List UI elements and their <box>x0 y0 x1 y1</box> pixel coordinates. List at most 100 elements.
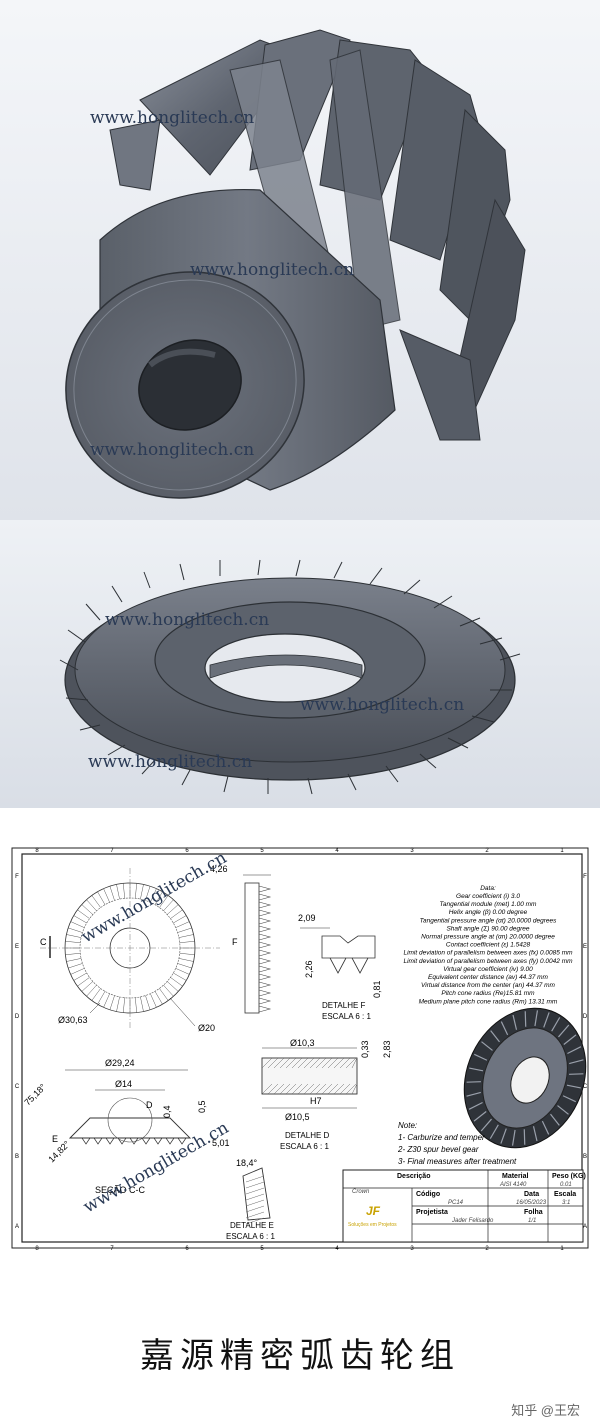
front-tooth-line <box>166 904 179 915</box>
grid-row-label: E <box>15 944 19 950</box>
pinion-bore <box>138 339 242 431</box>
gear-data-line: Equivalent center distance (av) 44.37 mm <box>428 974 549 981</box>
front-tooth-line <box>178 958 194 962</box>
iso-tooth <box>469 1067 484 1072</box>
gear-data-line: Pitch cone radius (Re)15.81 mm <box>441 990 535 997</box>
grid-row-label: C <box>15 1084 20 1090</box>
hatch-line <box>279 1083 291 1095</box>
grid-row-label: F <box>583 874 587 880</box>
front-tooth-line <box>70 921 85 928</box>
front-tooth-line <box>86 984 97 997</box>
section-tooth <box>141 1137 151 1145</box>
dim-gear-height: 5,01 <box>212 1138 230 1148</box>
front-tooth-line <box>150 993 157 1008</box>
detail-f-title: DETALHE F <box>322 1001 366 1010</box>
gear-data-line: Limit deviation of parallelism between a… <box>403 958 573 965</box>
grid-column-label: 4 <box>335 1246 339 1252</box>
iso-tooth <box>512 1014 518 1030</box>
gear-data-line: Tangential pressure angle (αt) 20.0000 d… <box>420 917 558 924</box>
hatch-line <box>339 1083 351 1095</box>
detail-e-scale: ESCALA 6 : 1 <box>226 1232 275 1241</box>
gear-data-line: Tangential module (met) 1.00 mm <box>440 901 538 908</box>
front-tooth-line <box>103 888 110 903</box>
grid-column-label: 1 <box>560 848 564 854</box>
front-tooth-line <box>116 996 120 1012</box>
side-tooth <box>258 885 272 893</box>
dim-root-angle: 14,82° <box>46 1139 72 1165</box>
tb-projetista-value: Jader Felisardo <box>451 1218 494 1224</box>
hatch-line <box>327 1057 339 1069</box>
front-tooth-line <box>109 995 115 1010</box>
grid-row-label: B <box>15 1154 19 1160</box>
front-tooth-line <box>175 921 190 928</box>
dim-section-outer-diameter: Ø29,24 <box>105 1058 135 1068</box>
watermark: www.honglitech.cn <box>88 752 253 772</box>
iso-tooth <box>490 1030 500 1043</box>
section-tooth <box>117 1137 127 1145</box>
dim-detail-angle: 18,4° <box>236 1158 258 1168</box>
tb-peso-value: 0.01 <box>560 1182 572 1188</box>
iso-tooth <box>489 1124 499 1139</box>
tb-material-label: Material <box>502 1173 529 1180</box>
grid-column-label: 8 <box>35 1246 39 1252</box>
front-tooth-line <box>163 984 174 997</box>
crown-gear-iso-thumbnail <box>463 1007 587 1149</box>
front-tooth-line <box>65 940 81 944</box>
side-tooth <box>258 909 272 917</box>
section-tooth <box>129 1137 139 1145</box>
iso-tooth <box>468 1101 483 1110</box>
side-tooth <box>258 989 272 997</box>
dim-hub-diameter-top: Ø10,3 <box>290 1038 315 1048</box>
crown-render-panel: www.honglitech.cn www.honglitech.cn www.… <box>0 520 600 808</box>
front-tooth-line <box>170 909 183 919</box>
front-tooth-line <box>66 934 82 938</box>
hatch-line <box>303 1083 315 1095</box>
note-item: 2- Z30 spur bevel gear <box>397 1145 479 1154</box>
side-tooth <box>258 949 272 957</box>
hatch-line <box>327 1083 339 1095</box>
front-tooth-line <box>103 993 110 1008</box>
grid-column-label: 2 <box>485 848 489 854</box>
front-tooth-line <box>178 934 194 938</box>
front-tooth-line <box>109 886 115 901</box>
iso-tooth <box>562 1095 577 1103</box>
grid-column-label: 6 <box>185 848 189 854</box>
section-c-c-title: SEÇÃO C-C <box>95 1185 146 1195</box>
side-tooth <box>258 917 272 925</box>
tb-descricao-value: Crown <box>352 1189 370 1195</box>
detail-f-scale: ESCALA 6 : 1 <box>322 1012 371 1021</box>
hatch-line <box>345 1083 357 1095</box>
front-tooth-line <box>73 972 87 981</box>
detail-d-view: Ø10,3 Ø10,5 H7 0,33 2,83 DETALHE D ESCAL… <box>261 1038 392 1151</box>
side-tooth <box>258 965 272 973</box>
grid-row-label: E <box>583 944 587 950</box>
title-block: Descrição Crown Material AISI 4140 Peso … <box>342 1169 586 1243</box>
side-tooth <box>258 957 272 965</box>
hatch-line <box>315 1057 327 1069</box>
hatch-line <box>309 1057 321 1069</box>
crown-teeth <box>59 559 521 795</box>
crown-bore <box>204 633 366 703</box>
hatch-line <box>261 1083 273 1095</box>
front-tooth-line <box>77 977 90 987</box>
grid-column-label: 7 <box>110 848 114 854</box>
dim-hub-step-2: 2,83 <box>382 1040 392 1058</box>
front-tooth-line <box>175 968 190 975</box>
iso-tooth <box>466 1091 481 1097</box>
grid-column-label: 4 <box>335 848 339 854</box>
hatch-line <box>333 1083 345 1095</box>
pinion-gear-image <box>65 29 526 499</box>
gear-data-line: Helix angle (β) 0.00 degree <box>449 909 528 916</box>
hatch-line <box>273 1083 285 1095</box>
section-tooth <box>153 1137 163 1145</box>
view-marker-e: E <box>52 1134 58 1144</box>
hatch-line <box>245 1193 265 1201</box>
company-logo-subtitle: Soluções em Projetos <box>348 1222 397 1228</box>
note-item: 1- Carburize and temper <box>398 1133 485 1142</box>
hatch-line <box>297 1057 309 1069</box>
grid-row-label: D <box>583 1014 588 1020</box>
hatch-line <box>245 1181 265 1189</box>
front-tooth-line <box>91 895 101 908</box>
grid-column-label: 2 <box>485 1246 489 1252</box>
